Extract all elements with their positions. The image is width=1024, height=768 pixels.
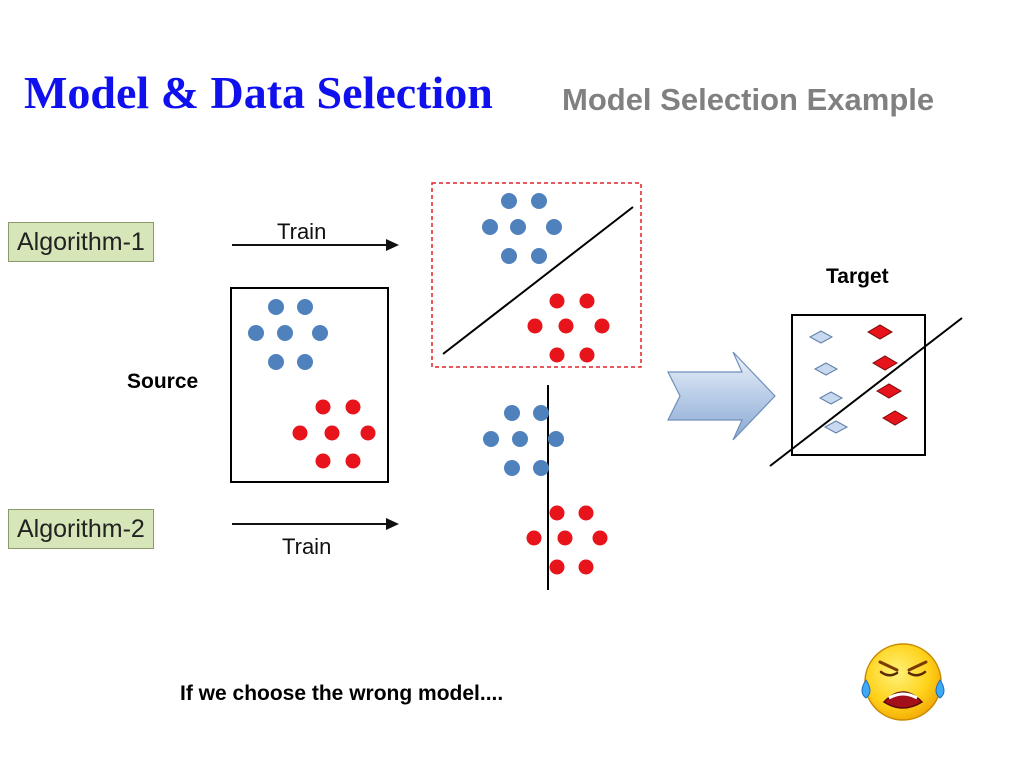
point-blue bbox=[533, 405, 549, 421]
point-red bbox=[579, 347, 595, 363]
point-blue bbox=[297, 354, 313, 370]
point-blue bbox=[501, 193, 517, 209]
point-blue-diamond bbox=[823, 420, 849, 434]
point-blue bbox=[531, 193, 547, 209]
point-red-diamond bbox=[867, 324, 893, 340]
point-red bbox=[315, 399, 331, 415]
train-label-top: Train bbox=[277, 219, 327, 244]
model-2-red-cluster bbox=[526, 505, 608, 575]
target-blue-diamonds bbox=[808, 330, 849, 434]
point-blue bbox=[482, 219, 498, 235]
crying-face-icon bbox=[861, 643, 945, 721]
point-red bbox=[527, 318, 543, 334]
source-red-cluster bbox=[292, 399, 376, 469]
point-red bbox=[549, 293, 565, 309]
point-blue bbox=[533, 460, 549, 476]
point-red bbox=[592, 530, 608, 546]
source-blue-cluster bbox=[248, 299, 328, 370]
point-red bbox=[549, 559, 565, 575]
point-red bbox=[345, 453, 361, 469]
point-red bbox=[557, 530, 573, 546]
block-arrow-icon bbox=[667, 351, 776, 441]
point-blue bbox=[268, 354, 284, 370]
point-red bbox=[549, 505, 565, 521]
model-1-red-cluster bbox=[527, 293, 610, 363]
algorithm-2-box: Algorithm-2 bbox=[8, 509, 154, 549]
model-1-highlight-box bbox=[431, 182, 642, 368]
page-subtitle: Model Selection Example bbox=[562, 82, 935, 117]
point-blue bbox=[483, 431, 499, 447]
point-red bbox=[558, 318, 574, 334]
target-red-diamonds bbox=[867, 324, 908, 426]
point-red bbox=[324, 425, 340, 441]
point-blue bbox=[510, 219, 526, 235]
target-box bbox=[791, 314, 926, 456]
point-red bbox=[549, 347, 565, 363]
point-blue bbox=[504, 460, 520, 476]
point-red bbox=[360, 425, 376, 441]
page-title: Model & Data Selection bbox=[24, 67, 493, 118]
target-label: Target bbox=[826, 265, 889, 288]
point-blue bbox=[248, 325, 264, 341]
point-blue bbox=[297, 299, 313, 315]
source-box bbox=[230, 287, 389, 483]
point-red bbox=[292, 425, 308, 441]
point-blue-diamond bbox=[813, 362, 839, 376]
model-1-blue-cluster bbox=[482, 193, 562, 264]
model-1-decision-boundary bbox=[442, 206, 634, 355]
train-label-bottom: Train bbox=[282, 534, 332, 559]
point-red bbox=[345, 399, 361, 415]
point-red bbox=[579, 293, 595, 309]
point-blue bbox=[548, 431, 564, 447]
point-red-diamond bbox=[876, 383, 902, 399]
point-red bbox=[578, 559, 594, 575]
point-red bbox=[594, 318, 610, 334]
point-red bbox=[315, 453, 331, 469]
point-blue bbox=[504, 405, 520, 421]
algorithm-1-box: Algorithm-1 bbox=[8, 222, 154, 262]
point-blue-diamond bbox=[808, 330, 834, 344]
point-red-diamond bbox=[872, 355, 898, 371]
point-blue bbox=[546, 219, 562, 235]
point-red-diamond bbox=[882, 410, 908, 426]
point-blue-diamond bbox=[818, 391, 844, 405]
point-blue bbox=[277, 325, 293, 341]
source-label: Source bbox=[127, 370, 199, 393]
model-2-blue-cluster bbox=[483, 405, 564, 476]
point-red bbox=[526, 530, 542, 546]
train-arrow-bottom bbox=[232, 518, 399, 530]
point-blue bbox=[268, 299, 284, 315]
point-red bbox=[578, 505, 594, 521]
point-blue bbox=[512, 431, 528, 447]
point-blue bbox=[501, 248, 517, 264]
point-blue bbox=[312, 325, 328, 341]
target-decision-boundary bbox=[769, 317, 963, 467]
train-arrow-top bbox=[232, 239, 399, 251]
caption: If we choose the wrong model.... bbox=[180, 682, 504, 705]
point-blue bbox=[531, 248, 547, 264]
